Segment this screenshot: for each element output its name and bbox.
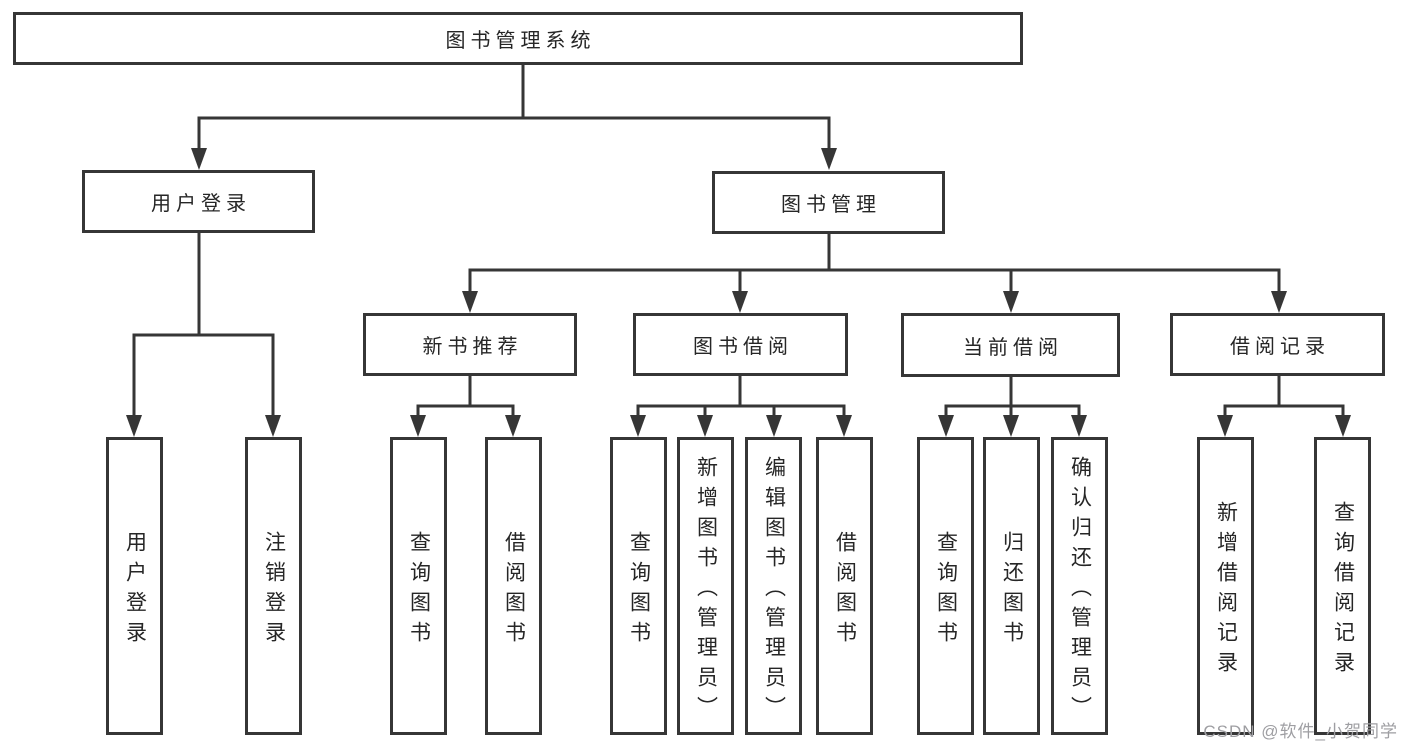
connector-book-borrowing-to-children — [630, 373, 852, 437]
arrow-down-icon — [410, 415, 426, 437]
node-borrow-query-books: 查询图书 — [610, 437, 667, 735]
watermark: CSDN @软件_小贺同学 — [1203, 722, 1398, 741]
node-newbook-borrow-books: 借阅图书 — [485, 437, 542, 735]
arrow-down-icon — [1217, 415, 1233, 437]
arrow-down-icon — [191, 148, 207, 170]
node-borrow-edit-books-admin: 编辑图书（管理员） — [745, 437, 802, 735]
node-user-login-action: 用户登录 — [106, 437, 163, 735]
arrow-down-icon — [697, 415, 713, 437]
node-new-book-recommendation: 新书推荐 — [363, 313, 577, 376]
arrow-down-icon — [1003, 291, 1019, 313]
arrow-down-icon — [938, 415, 954, 437]
connector-root-to-branches — [191, 62, 837, 170]
arrow-down-icon — [630, 415, 646, 437]
arrow-down-icon — [1335, 415, 1351, 437]
arrow-down-icon — [732, 291, 748, 313]
arrow-down-icon — [1271, 291, 1287, 313]
arrow-down-icon — [766, 415, 782, 437]
node-current-return-books: 归还图书 — [983, 437, 1040, 735]
node-records-add-borrow-record: 新增借阅记录 — [1197, 437, 1254, 735]
arrow-down-icon — [1003, 415, 1019, 437]
connector-current-borrowing-to-children — [938, 374, 1087, 437]
node-book-borrowing: 图书借阅 — [633, 313, 848, 376]
node-current-query-books: 查询图书 — [917, 437, 974, 735]
arrow-down-icon — [126, 415, 142, 437]
node-borrow-add-books-admin: 新增图书（管理员） — [677, 437, 734, 735]
node-borrowing-records: 借阅记录 — [1170, 313, 1385, 376]
arrow-down-icon — [836, 415, 852, 437]
connector-new-book-to-children — [410, 373, 521, 437]
node-book-management: 图书管理 — [712, 171, 945, 234]
arrow-down-icon — [462, 291, 478, 313]
arrow-down-icon — [821, 148, 837, 170]
node-borrow-borrow-books: 借阅图书 — [816, 437, 873, 735]
node-newbook-query-books: 查询图书 — [390, 437, 447, 735]
node-user-login: 用户登录 — [82, 170, 315, 233]
arrow-down-icon — [1071, 415, 1087, 437]
node-current-confirm-return-admin: 确认归还（管理员） — [1051, 437, 1108, 735]
connector-book-management-to-children — [462, 231, 1287, 313]
node-logout: 注销登录 — [245, 437, 302, 735]
connector-borrowing-records-to-children — [1217, 373, 1351, 437]
arrow-down-icon — [505, 415, 521, 437]
connector-user-login-to-children — [126, 231, 281, 437]
node-library-management-system: 图书管理系统 — [13, 12, 1023, 65]
arrow-down-icon — [265, 415, 281, 437]
node-current-borrowing: 当前借阅 — [901, 313, 1120, 377]
node-records-query-borrow-record: 查询借阅记录 — [1314, 437, 1371, 735]
